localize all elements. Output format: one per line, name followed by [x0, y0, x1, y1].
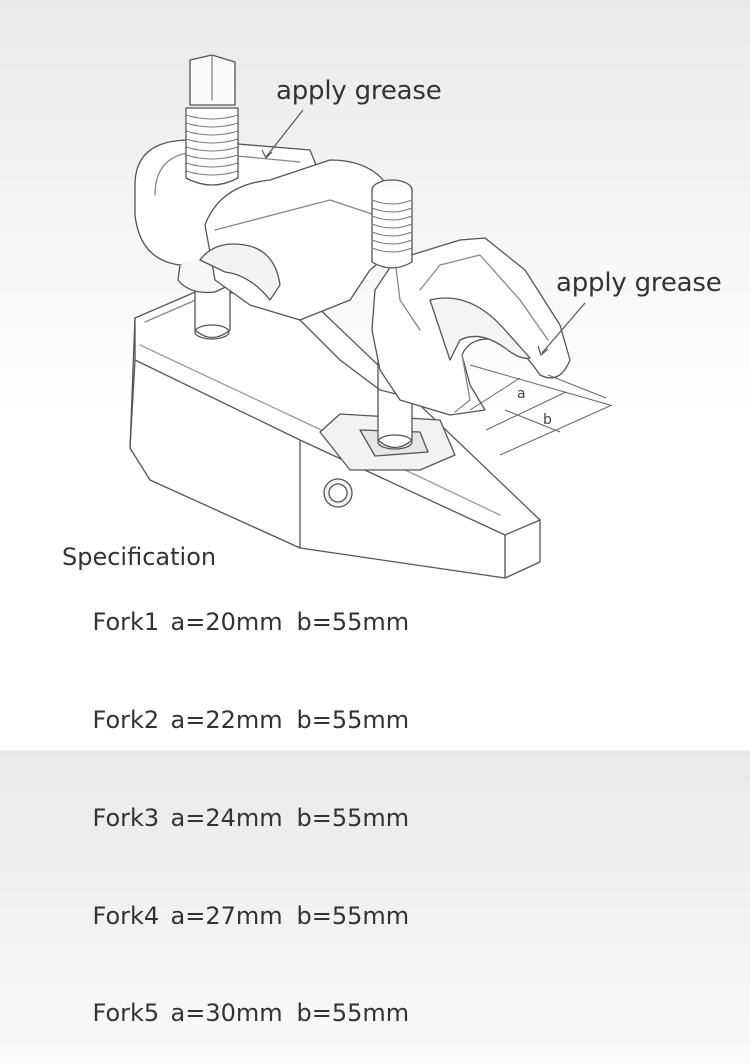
specification-table: Specification Fork1 a=20mm b=55mm Fork2 a=2…: [62, 541, 409, 1063]
fork-a-value: a=24mm: [170, 803, 283, 832]
spec-row: Fork2 a=22mm b=55mm: [62, 671, 410, 769]
specification-title: Specification: [62, 543, 217, 571]
fork-name: Fork3: [92, 803, 160, 832]
fork-a-value: a=27mm: [170, 901, 283, 930]
rear-pillar: [194, 281, 231, 340]
spec-row: Fork1 a=20mm b=55mm: [62, 574, 410, 672]
apply-grease-callout-fork: apply grease: [556, 268, 722, 298]
dimension-a-label: a: [517, 386, 526, 402]
callout-leaders: [261, 109, 586, 357]
fork-b-value: b=55mm: [296, 999, 410, 1028]
fork-name: Fork2: [92, 705, 160, 734]
ball-joint-separator-drawing: a b: [129, 54, 613, 579]
fork-name: Fork4: [92, 901, 160, 930]
fork-b-value: b=55mm: [296, 705, 410, 734]
fork-b-value: b=55mm: [296, 608, 410, 637]
spec-row: Fork5 a=30mm b=55mm: [62, 965, 410, 1063]
spec-row: Fork3 a=24mm b=55mm: [62, 769, 410, 867]
dimension-lines: [469, 364, 613, 456]
fork-a-value: a=22mm: [170, 705, 283, 734]
fork-b-value: b=55mm: [296, 803, 410, 832]
fork-name: Fork1: [92, 608, 160, 637]
fork-a-value: a=30mm: [170, 999, 283, 1028]
apply-grease-callout-top: apply grease: [276, 76, 442, 106]
center-body: [199, 159, 401, 396]
front-bolt: [371, 179, 413, 269]
bolt-threads: [185, 114, 413, 253]
right-fork: [371, 237, 571, 416]
dimension-b-label: b: [543, 412, 552, 428]
fork-b-value: b=55mm: [296, 901, 410, 930]
spec-row: Fork4 a=27mm b=55mm: [62, 867, 410, 965]
fork-a-value: a=20mm: [170, 608, 283, 637]
fork-name: Fork5: [92, 999, 160, 1028]
